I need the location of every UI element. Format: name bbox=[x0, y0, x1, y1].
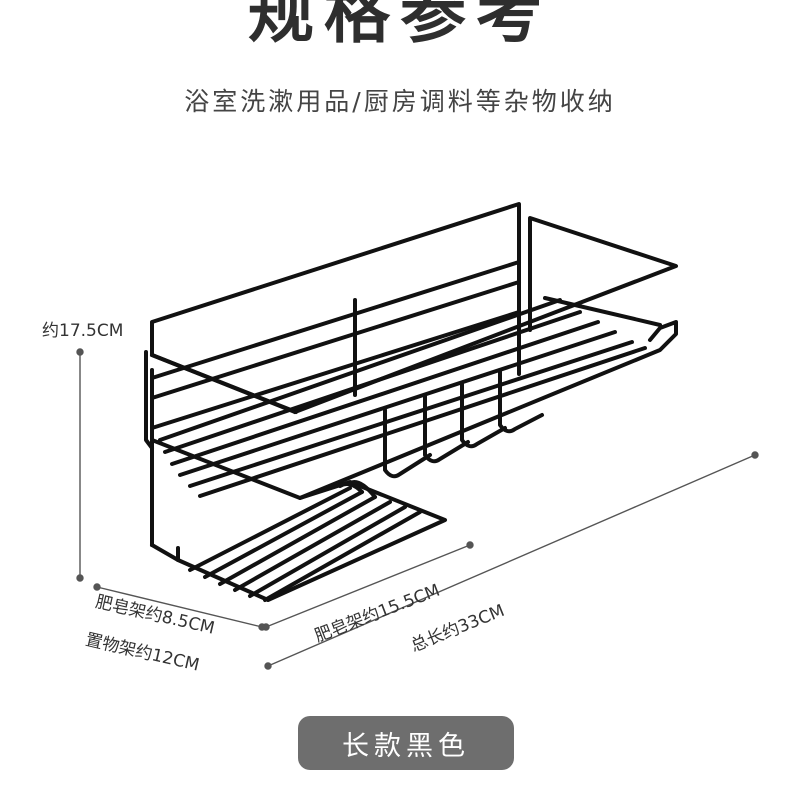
wire-rack-icon bbox=[144, 202, 678, 602]
page-subtitle: 浴室洗漱用品/厨房调料等杂物收纳 bbox=[184, 87, 616, 116]
total-length-dimension-line bbox=[267, 454, 756, 667]
soap-width-dimension-line bbox=[265, 544, 471, 628]
soap-depth-dimension-line bbox=[96, 586, 263, 628]
page-title: 规格参考 bbox=[248, 0, 552, 52]
variant-badge: 长款黑色 bbox=[298, 716, 514, 770]
dimension-lines bbox=[76, 348, 759, 670]
height-label: 约17.5CM bbox=[42, 321, 124, 341]
